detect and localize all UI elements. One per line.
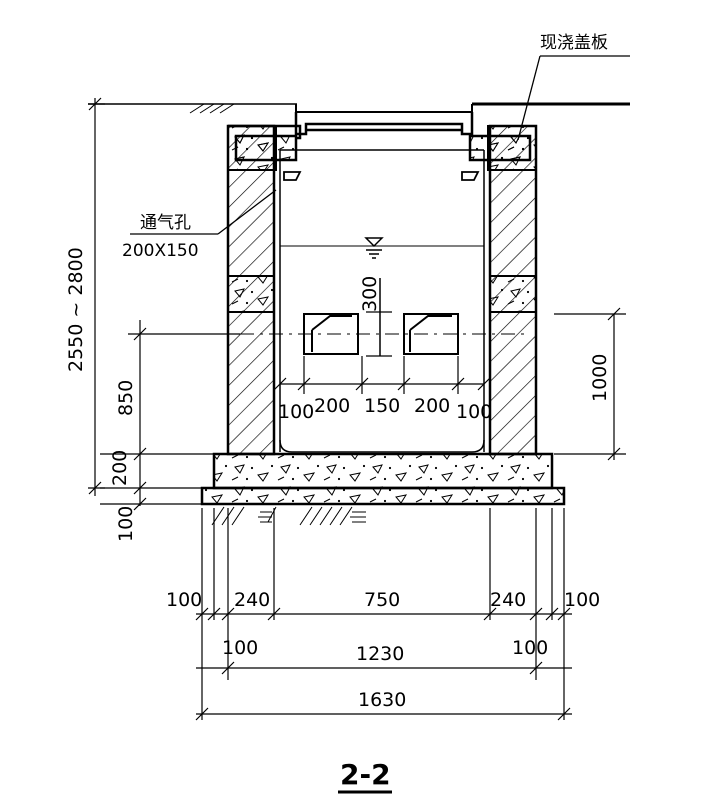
dim-row2-b: 1230 (356, 643, 404, 665)
dim-row1-a: 100 (166, 589, 202, 611)
dim-gap-3: 150 (364, 395, 400, 417)
vent-hole-label: 通气孔 (140, 213, 191, 233)
dim-row3: 1630 (358, 689, 406, 711)
dimension-lines (88, 97, 626, 721)
dim-total-height: 2550 ~ 2800 (65, 247, 87, 372)
dim-base-slab: 200 (109, 450, 131, 486)
dim-row2-a: 100 (222, 637, 258, 659)
dim-row1-c: 750 (364, 589, 400, 611)
inner-lining (279, 149, 485, 453)
dim-row2-c: 100 (512, 637, 548, 659)
dim-gap-1: 100 (278, 401, 314, 423)
dim-cushion: 100 (115, 506, 137, 542)
cast-cover-label: 现浇盖板 (540, 33, 608, 53)
pipe-outlets (240, 278, 528, 357)
dim-gap-2: 200 (314, 395, 350, 417)
dim-row1-d: 240 (490, 589, 526, 611)
ground-line (88, 102, 630, 114)
vent-holes (283, 171, 480, 181)
dim-gap-5: 100 (456, 401, 492, 423)
water-level (280, 237, 484, 259)
dim-row1-b: 240 (234, 589, 270, 611)
dim-water-above-pipe: 300 (359, 276, 381, 312)
annotations: 现浇盖板 通气孔 200X150 2550 ~ 2800 850 200 100… (65, 33, 611, 791)
base-cushion (200, 486, 566, 506)
subgrade-hatch (211, 506, 366, 526)
dim-gap-4: 200 (414, 395, 450, 417)
section-title: 2-2 (340, 758, 391, 791)
dim-outlet-height: 1000 (589, 354, 611, 402)
dim-pipe-height: 850 (115, 380, 137, 416)
cover-slab (228, 112, 532, 162)
vent-size-label: 200X150 (122, 241, 199, 261)
dim-row1-e: 100 (564, 589, 600, 611)
base-slab (212, 452, 554, 490)
leaders (130, 55, 630, 235)
